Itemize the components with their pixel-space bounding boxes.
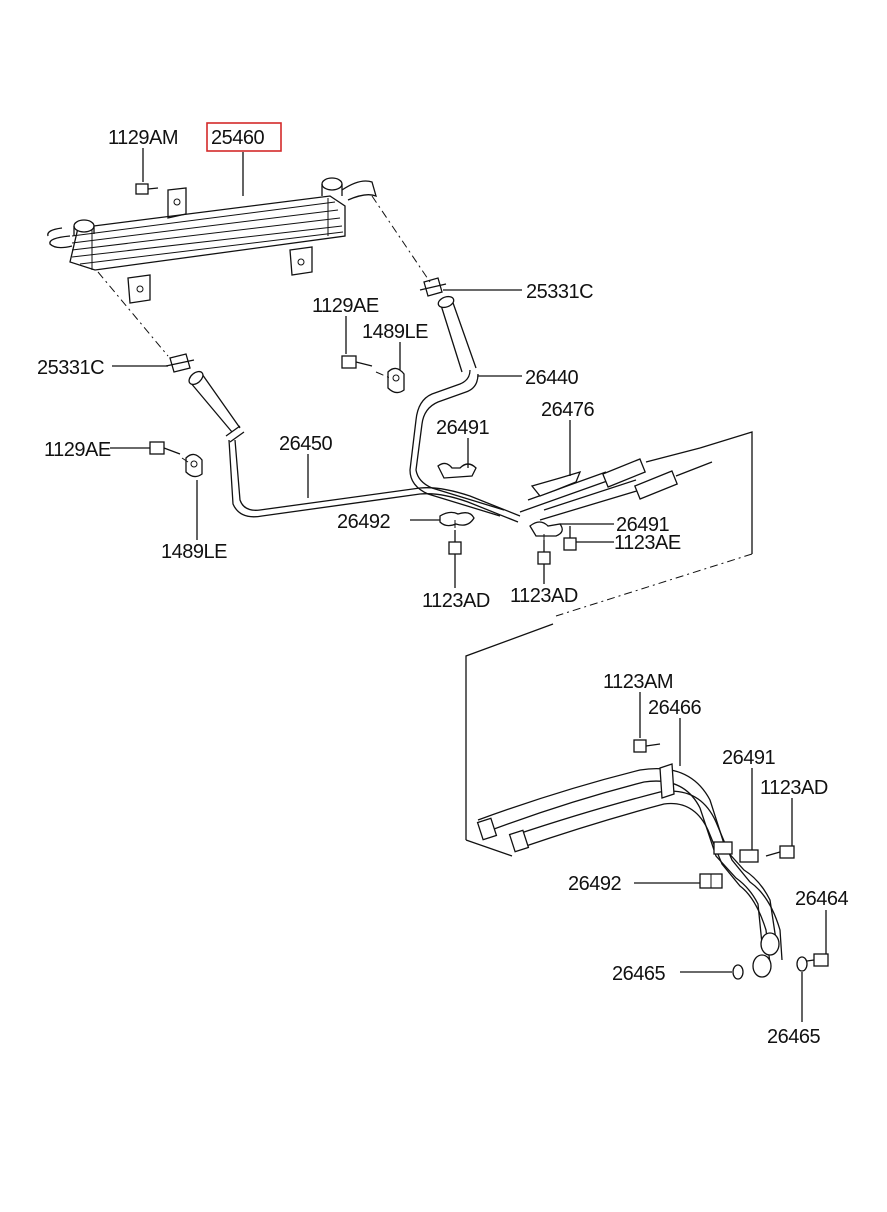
bolt-1123ad-mid-icon bbox=[537, 540, 551, 565]
bolt-1123ad-right-icon bbox=[765, 845, 795, 859]
label-1489le-upper[interactable]: 1489LE bbox=[362, 321, 429, 343]
clip-1489le-upper-icon bbox=[387, 367, 405, 394]
bolt-1129ae-lower-icon bbox=[149, 441, 181, 455]
label-1489le-lower[interactable]: 1489LE bbox=[161, 541, 228, 563]
hose-assembly-lower[interactable] bbox=[476, 763, 783, 978]
label-1123ad-mid[interactable]: 1123AD bbox=[510, 585, 578, 607]
label-1123am[interactable]: 1123AM bbox=[603, 671, 674, 693]
label-26491-lower[interactable]: 26491 bbox=[722, 747, 776, 769]
label-1129ae-lower[interactable]: 1129AE bbox=[44, 439, 111, 461]
label-26440[interactable]: 26440 bbox=[525, 367, 579, 389]
hose-left-icon bbox=[188, 370, 245, 443]
washer-26465-bottom-icon bbox=[796, 956, 808, 972]
leader-lines bbox=[110, 148, 827, 1022]
label-1123ad-right[interactable]: 1123AD bbox=[760, 777, 828, 799]
label-1129ae-upper[interactable]: 1129AE bbox=[312, 295, 379, 317]
bolt-1123ad-left-icon bbox=[448, 530, 462, 555]
label-26492-upper[interactable]: 26492 bbox=[337, 511, 391, 533]
bolt-1123am-icon bbox=[633, 739, 661, 753]
label-26466[interactable]: 26466 bbox=[648, 697, 702, 719]
label-26465-left[interactable]: 26465 bbox=[612, 963, 666, 985]
label-25460[interactable]: 25460 bbox=[211, 127, 265, 149]
tube-pair-upper-icon bbox=[519, 447, 713, 521]
bolt-1123ae-icon bbox=[563, 526, 577, 551]
clip-26492-upper-icon bbox=[439, 511, 475, 527]
label-26450[interactable]: 26450 bbox=[279, 433, 333, 455]
label-26465-bottom[interactable]: 26465 bbox=[767, 1026, 821, 1048]
label-26492-lower[interactable]: 26492 bbox=[568, 873, 622, 895]
oil-cooler-body[interactable] bbox=[47, 177, 377, 304]
bracket-26476-icon bbox=[530, 470, 582, 497]
clip-26492-lower-icon bbox=[699, 873, 723, 889]
label-1129am[interactable]: 1129AM bbox=[108, 127, 179, 149]
hose-clamp-25331c-left-icon bbox=[165, 353, 195, 373]
clip-26491-middle-icon bbox=[529, 521, 563, 537]
label-1123ae[interactable]: 1123AE bbox=[614, 532, 681, 554]
tube-26440[interactable] bbox=[409, 369, 505, 517]
bolt-1129ae-upper-icon bbox=[341, 355, 373, 369]
label-26476[interactable]: 26476 bbox=[541, 399, 595, 421]
hose-right-icon bbox=[437, 295, 477, 373]
clip-1489le-lower-icon bbox=[185, 453, 203, 478]
label-26491-middle[interactable]: 26491 bbox=[616, 514, 670, 536]
hose-clamp-25331c-right-icon bbox=[419, 277, 447, 297]
assembly-guides bbox=[97, 195, 545, 540]
highlight-box-25460 bbox=[206, 122, 282, 152]
washer-26465-left-icon bbox=[732, 964, 744, 980]
inset-frame-upper bbox=[555, 431, 753, 617]
inset-frame-lower bbox=[465, 623, 554, 857]
label-26491-upper[interactable]: 26491 bbox=[436, 417, 490, 439]
label-25331c-left[interactable]: 25331C bbox=[37, 357, 105, 379]
bolt-1129am-icon bbox=[135, 183, 159, 195]
clip-26491-upper-icon bbox=[437, 462, 477, 479]
label-25331c-right[interactable]: 25331C bbox=[526, 281, 594, 303]
tube-26450[interactable] bbox=[228, 439, 521, 523]
label-1123ad-left[interactable]: 1123AD bbox=[422, 590, 490, 612]
label-26464[interactable]: 26464 bbox=[795, 888, 849, 910]
